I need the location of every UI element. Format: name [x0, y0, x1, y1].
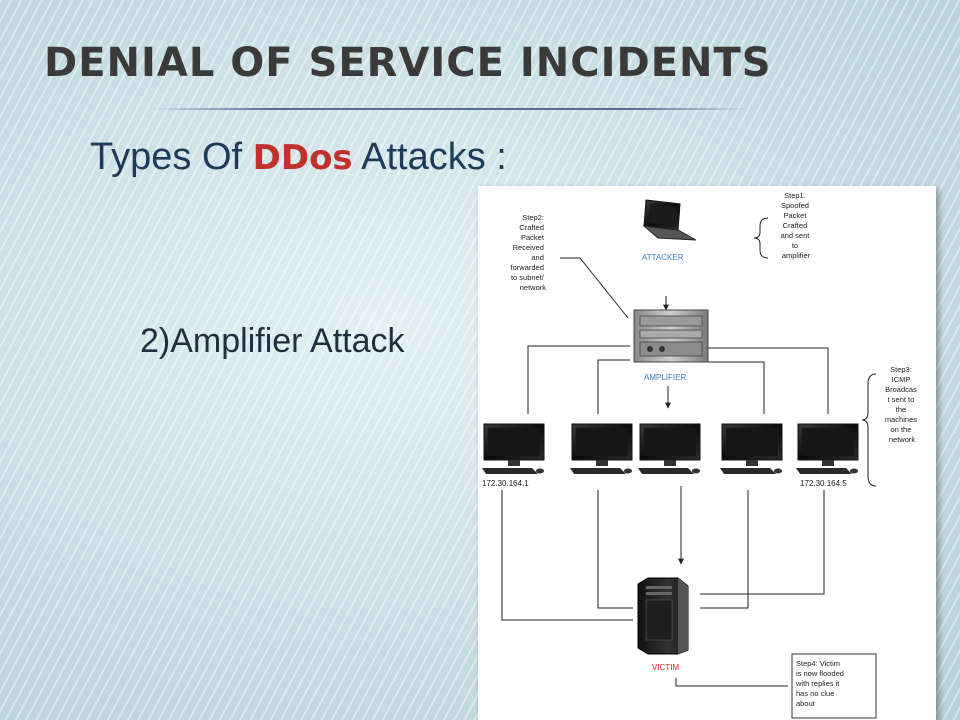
step3-line: Broadcas: [885, 385, 917, 394]
subtitle-prefix: Types Of: [90, 136, 243, 178]
step2-note: Step2: Crafted Packet Received and forwa…: [511, 213, 547, 292]
step4-box: [791, 653, 877, 719]
subtitle-emphasis: DDos: [252, 138, 353, 178]
connection-lines: [501, 217, 877, 687]
step4-line: is now flooded: [796, 669, 844, 678]
step3-line: on the: [891, 425, 912, 434]
brace-step1: [753, 217, 769, 259]
step3-line: Step3:: [890, 365, 912, 374]
machine-left-ip: 172.30.164.1: [482, 479, 529, 488]
step1-line: Spoofed: [781, 201, 809, 210]
step2-line: Packet: [521, 233, 545, 242]
line-amplifier-right-inner: [708, 361, 765, 414]
step2-line: Step2:: [522, 213, 544, 222]
bullet-amplifier-attack: 2)Amplifier Attack: [140, 322, 405, 360]
machine-right-ip: 172.30.164.5: [800, 479, 847, 488]
step4-note: Step4: Victim is now flooded with replie…: [795, 659, 846, 708]
step1-line: to: [792, 241, 798, 250]
desktop-icon: [720, 423, 783, 474]
line-machine4-to-victim: [700, 490, 749, 609]
step3-line: the: [896, 405, 906, 414]
step2-line: network: [520, 283, 547, 292]
step4-line: about: [796, 699, 816, 708]
amplifier-label: AMPLIFIER: [644, 373, 686, 382]
step3-line: t sent to: [888, 395, 915, 404]
brace-step3: [861, 373, 877, 487]
step1-line: amplifier: [782, 251, 811, 260]
subtitle-suffix: Attacks :: [361, 136, 507, 178]
line-amplifier-left-inner: [597, 359, 630, 414]
step4-line: has no clue: [796, 689, 834, 698]
line-victim-to-step4: [675, 678, 788, 687]
step1-line: Packet: [783, 211, 807, 220]
line-machine2-to-victim: [597, 490, 633, 609]
line-amplifier-left-outer: [527, 345, 630, 414]
victim-tower-icon: [637, 577, 689, 655]
step1-note: Step1. Spoofed Packet Crafted and sent t…: [781, 191, 812, 260]
line-machine5-to-victim: [700, 490, 825, 595]
attacker-label: ATTACKER: [642, 253, 684, 262]
desktop-icon: [638, 423, 701, 474]
amplifier-server-icon: [633, 309, 709, 363]
title-divider: [150, 108, 750, 110]
step1-line: Crafted: [783, 221, 808, 230]
network-machines: [482, 423, 859, 474]
step2-line: and: [531, 253, 544, 262]
desktop-icon: [482, 423, 545, 474]
slide-subtitle: Types Of DDos Attacks :: [90, 136, 507, 179]
step3-note: Step3: ICMP Broadcas t sent to the machi…: [885, 365, 919, 444]
step1-line: and sent: [781, 231, 811, 240]
step4-line: with replies it: [795, 679, 840, 688]
step3-line: network: [889, 435, 916, 444]
step4-line: Step4: Victim: [796, 659, 840, 668]
step2-line: Crafted: [519, 223, 544, 232]
line-machine1-to-victim: [501, 490, 633, 621]
step1-line: Step1.: [784, 191, 806, 200]
desktop-icon: [570, 423, 633, 474]
step2-line: Received: [513, 243, 544, 252]
step2-line: to subnet/: [511, 273, 545, 282]
victim-label: VICTIM: [652, 663, 679, 672]
step3-line: machines: [885, 415, 917, 424]
step3-line: ICMP: [892, 375, 911, 384]
line-amplifier-right-outer: [708, 347, 829, 414]
attacker-laptop-icon: [642, 199, 697, 241]
amplifier-attack-diagram: ATTACKER AMPLIFIER: [478, 186, 936, 720]
line-step2-to-amplifier: [560, 257, 629, 319]
step2-line: forwarded: [511, 263, 544, 272]
slide-title: Denial of Service Incidents: [44, 40, 772, 86]
desktop-icon: [796, 423, 859, 474]
